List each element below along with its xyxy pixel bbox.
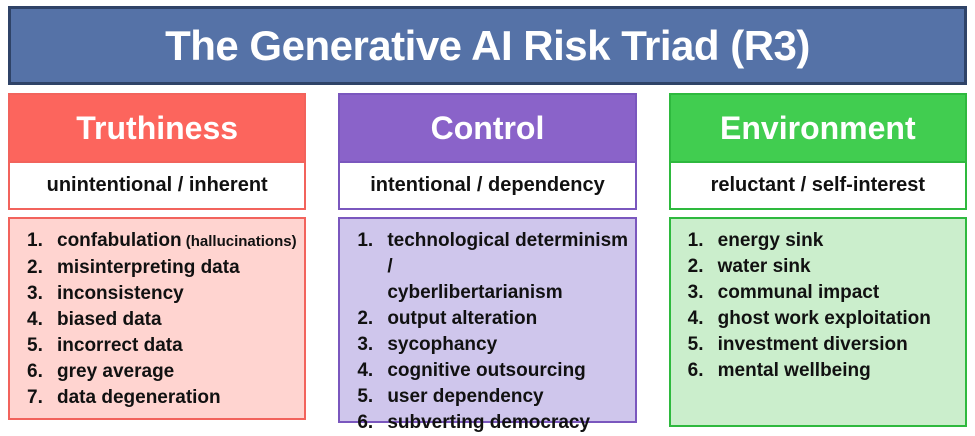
item-number: 6.: [687, 360, 704, 381]
item-number: 4.: [27, 309, 43, 330]
item-number: 6.: [27, 361, 43, 382]
item-number: 3.: [687, 282, 704, 303]
item-text: cognitive outsourcing: [387, 360, 586, 381]
column-subtitle: unintentional / inherent: [8, 163, 307, 210]
list-item: 6. subverting democracy: [357, 410, 628, 436]
risk-list: 1. technological determinism / cyberliber…: [338, 217, 637, 433]
item-text: misinterpreting data: [57, 257, 240, 278]
item-text: energy sink: [717, 230, 824, 251]
column-subtitle-text: reluctant / self-interest: [710, 174, 926, 196]
item-text: communal impact: [717, 282, 880, 303]
list-item: 5. investment diversion: [688, 332, 959, 358]
list-item: 3. sycophancy: [357, 332, 628, 358]
item-number: 2.: [687, 256, 704, 277]
item-number: 5.: [357, 386, 374, 407]
item-text: technological determinism / cyberliberta…: [387, 230, 629, 303]
column-truthiness: Truthiness unintentional / inherent 1. co…: [8, 93, 307, 427]
list-item: 2. water sink: [688, 254, 959, 280]
list-item: 1. technological determinism / cyberliber…: [357, 228, 628, 306]
item-text: data degeneration: [57, 387, 221, 408]
list-item: 2. output alteration: [357, 306, 628, 332]
risk-list: 1. confabulation (hallucinations) 2. misint…: [8, 217, 307, 420]
item-text: incorrect data: [57, 335, 183, 356]
main-title-banner: The Generative AI Risk Triad (R3): [8, 6, 967, 85]
list-item: 6. mental wellbeing: [688, 358, 959, 384]
list-item: 2. misinterpreting data: [27, 255, 298, 281]
item-number: 4.: [687, 308, 704, 329]
item-text: water sink: [717, 256, 811, 277]
column-title: Control: [430, 109, 545, 146]
item-number: 2.: [27, 257, 43, 278]
list-item: 7. data degeneration: [27, 385, 298, 411]
list-item: 4. cognitive outsourcing: [357, 358, 628, 384]
column-header: Environment: [668, 93, 967, 163]
item-number: 5.: [687, 334, 704, 355]
risk-columns: Truthiness unintentional / inherent 1. co…: [8, 93, 967, 433]
item-note: (hallucinations): [181, 233, 297, 250]
list-item: 4. biased data: [27, 307, 298, 333]
item-text: ghost work exploitation: [717, 308, 931, 329]
item-number: 1.: [357, 230, 374, 251]
list-item: 4. ghost work exploitation: [688, 306, 959, 332]
column-subtitle: intentional / dependency: [338, 163, 637, 210]
column-header: Truthiness: [8, 93, 307, 163]
item-number: 2.: [357, 308, 374, 329]
column-subtitle: reluctant / self-interest: [668, 163, 967, 210]
list-item: 5. incorrect data: [27, 333, 298, 359]
risk-list: 1. energy sink 2. water sink 3. communal impa…: [668, 217, 967, 427]
list-item: 1. confabulation (hallucinations): [27, 228, 298, 255]
item-text: inconsistency: [57, 283, 184, 304]
list-item: 3. inconsistency: [27, 281, 298, 307]
item-text: mental wellbeing: [717, 360, 871, 381]
item-text: subverting democracy: [387, 412, 591, 433]
item-text: confabulation (hallucinations): [57, 230, 297, 251]
item-text: user dependency: [387, 386, 544, 407]
item-number: 1.: [27, 230, 43, 251]
item-number: 3.: [357, 334, 374, 355]
item-number: 5.: [27, 335, 43, 356]
item-text: grey average: [57, 361, 175, 382]
column-environment: Environment reluctant / self-interest 1.…: [668, 93, 967, 427]
item-text: investment diversion: [717, 334, 908, 355]
column-subtitle-text: intentional / dependency: [370, 174, 605, 196]
list-item: 6. grey average: [27, 359, 298, 385]
item-number: 4.: [357, 360, 374, 381]
column-header: Control: [338, 93, 637, 163]
item-number: 1.: [687, 230, 704, 251]
column-subtitle-text: unintentional / inherent: [46, 174, 268, 196]
list-item: 5. user dependency: [357, 384, 628, 410]
item-number: 6.: [357, 412, 374, 433]
list-item: 1. energy sink: [688, 228, 959, 254]
column-title: Truthiness: [76, 109, 239, 146]
item-text: sycophancy: [387, 334, 498, 355]
column-control: Control intentional / dependency 1. techn…: [338, 93, 637, 433]
item-text: output alteration: [387, 308, 538, 329]
column-title: Environment: [720, 109, 916, 146]
item-number: 7.: [27, 387, 43, 408]
main-title: The Generative AI Risk Triad (R3): [165, 21, 810, 69]
item-number: 3.: [27, 283, 43, 304]
list-item: 3. communal impact: [688, 280, 959, 306]
item-text: biased data: [57, 309, 162, 330]
